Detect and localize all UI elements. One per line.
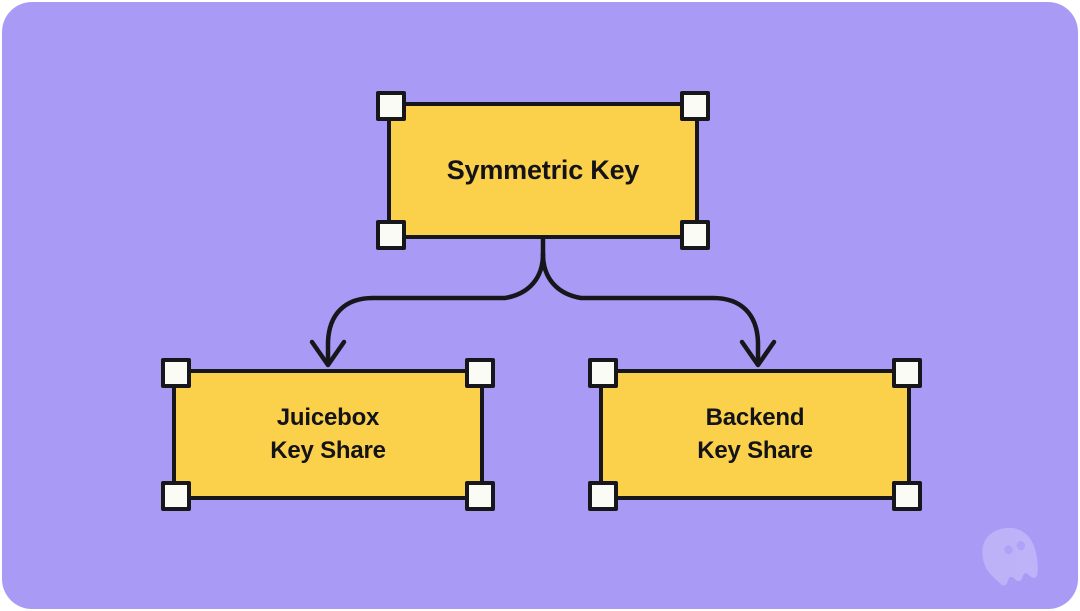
resize-handle-top-left[interactable]: [376, 91, 406, 121]
node-juicebox-key-share-label: Juicebox Key Share: [270, 404, 386, 464]
resize-handle-bottom-left[interactable]: [588, 481, 618, 511]
node-backend-key-share-label: Backend Key Share: [697, 404, 813, 464]
arrowhead-backend-icon: [739, 339, 777, 368]
resize-handle-bottom-right[interactable]: [465, 481, 495, 511]
edge-symmetric-to-juicebox[interactable]: [325, 251, 546, 367]
resize-handle-bottom-right[interactable]: [680, 220, 710, 250]
node-juicebox-key-share[interactable]: Juicebox Key Share: [161, 358, 495, 511]
resize-handle-top-right[interactable]: [465, 358, 495, 388]
node-backend-key-share[interactable]: Backend Key Share: [588, 358, 922, 511]
edge-symmetric-to-backend[interactable]: [540, 251, 761, 367]
resize-handle-bottom-left[interactable]: [161, 481, 191, 511]
resize-handle-bottom-right[interactable]: [892, 481, 922, 511]
resize-handle-top-left[interactable]: [161, 358, 191, 388]
resize-handle-top-right[interactable]: [680, 91, 710, 121]
ghost-icon: [982, 527, 1038, 586]
node-symmetric-key-label: Symmetric Key: [446, 155, 640, 186]
arrowhead-juicebox-icon: [309, 339, 347, 368]
node-symmetric-key[interactable]: Symmetric Key: [376, 91, 710, 250]
resize-handle-top-left[interactable]: [588, 358, 618, 388]
resize-handle-top-right[interactable]: [892, 358, 922, 388]
resize-handle-bottom-left[interactable]: [376, 220, 406, 250]
